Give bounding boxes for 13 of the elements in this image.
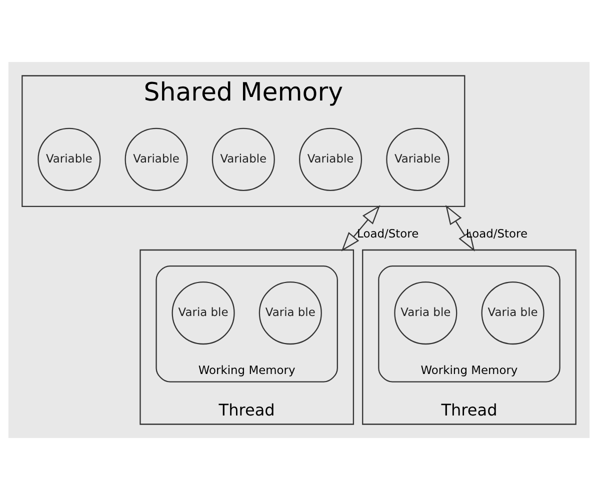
arrow (446, 204, 475, 252)
node-circle: Varia ble (394, 282, 458, 345)
edge-label: Load/Store (357, 226, 419, 240)
node-circle: Varia ble (481, 282, 544, 345)
node-circle: Varia ble (172, 282, 235, 345)
node-circle: Variable (38, 128, 101, 191)
edge-label: Load/Store (466, 226, 528, 240)
arrow (341, 205, 380, 252)
node-circle: Varia ble (258, 282, 322, 345)
node-circle: Variable (124, 128, 188, 191)
node-circle: Variable (212, 128, 275, 191)
node-circle: Variable (299, 128, 362, 191)
node-circle: Variable (386, 128, 450, 191)
